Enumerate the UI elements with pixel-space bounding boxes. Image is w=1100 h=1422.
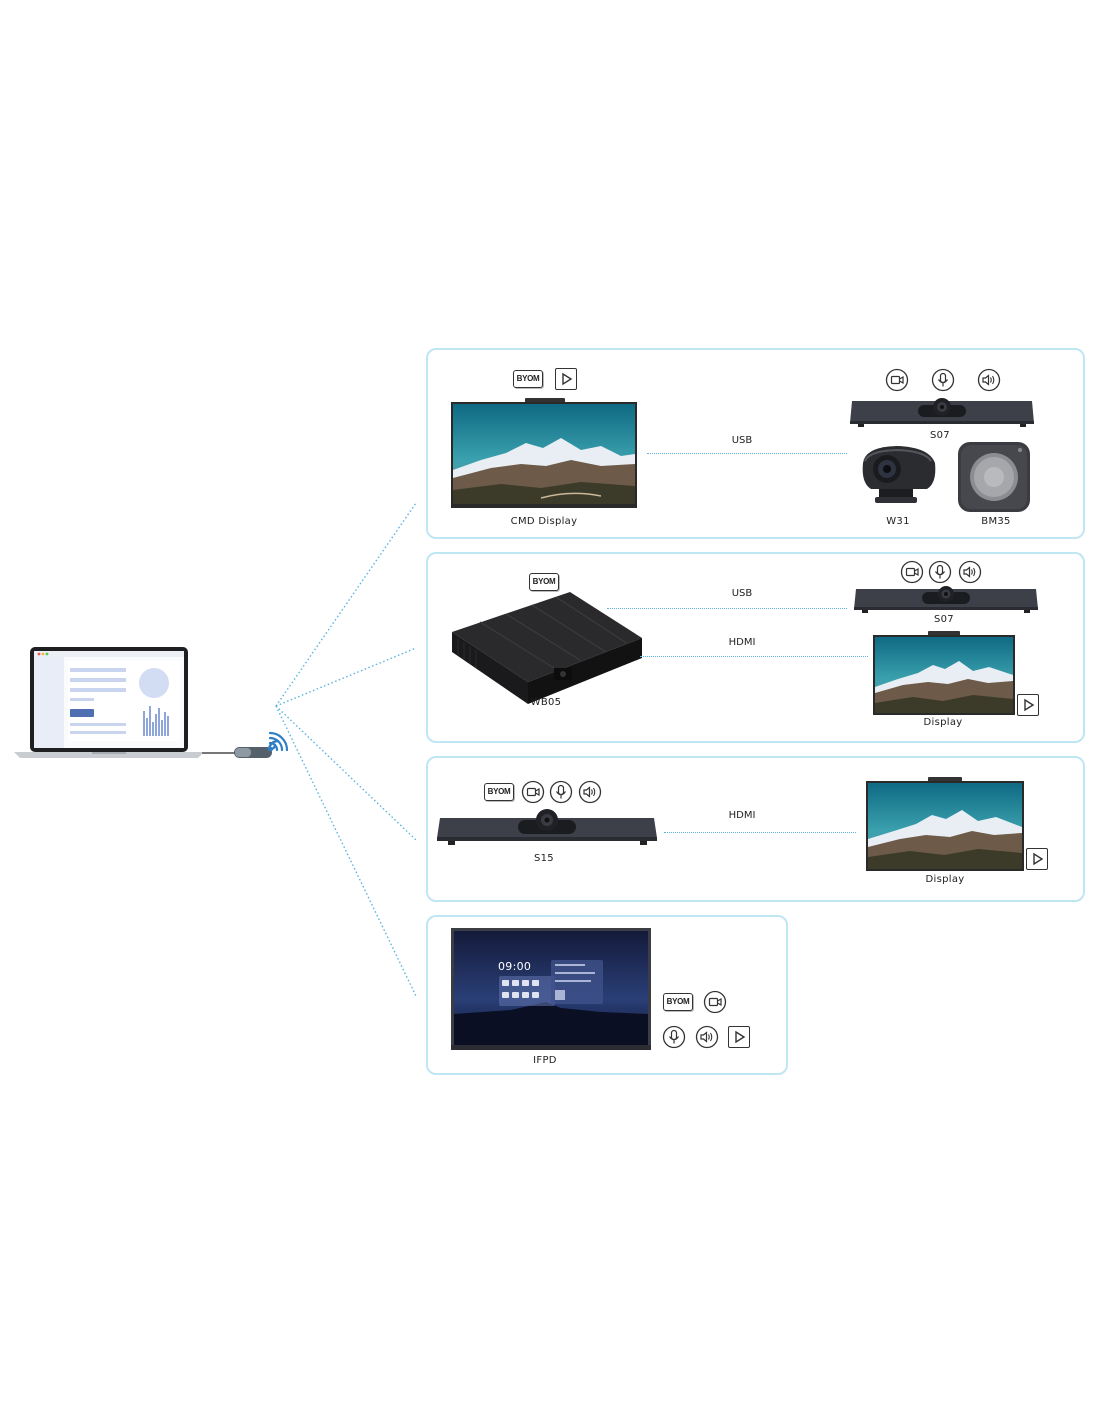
cmd-display-screen — [451, 398, 637, 510]
s07-video-bar — [848, 395, 1036, 431]
wb05-hdmi-label: HDMI — [728, 637, 756, 648]
speaker-icon — [958, 560, 982, 584]
play-icon — [555, 368, 577, 390]
wifi-icon — [266, 728, 292, 754]
s15-video-bar — [436, 806, 658, 848]
play-icon — [1017, 694, 1039, 716]
display-screen — [873, 631, 1015, 717]
s07-label: S07 — [934, 614, 954, 625]
camera-icon — [900, 560, 924, 584]
speaker-icon — [578, 780, 602, 804]
cmd-display-label: CMD Display — [510, 516, 578, 527]
fan-line-wb05 — [275, 647, 417, 707]
microphone-icon — [662, 1025, 686, 1049]
byom-badge: BYOM — [513, 370, 543, 388]
laptop — [12, 646, 208, 762]
fan-line-ifpd — [275, 705, 417, 997]
s15-label: S15 — [534, 853, 554, 864]
cmd-usb-line — [647, 453, 847, 454]
byom-badge: BYOM — [663, 993, 693, 1011]
fan-line-cmd — [275, 502, 417, 707]
byom-badge: BYOM — [529, 573, 559, 591]
camera-icon — [521, 780, 545, 804]
camera-icon — [703, 990, 727, 1014]
w31-label: W31 — [886, 516, 910, 527]
ifpd-label: IFPD — [533, 1055, 557, 1066]
wb05-hdmi-line — [640, 656, 868, 657]
wb05-usb-line — [607, 608, 847, 609]
byom-badge: BYOM — [484, 783, 514, 801]
display-label: Display — [925, 874, 965, 885]
laptop-graphic — [14, 647, 204, 758]
ifpd-clock: 09:00 — [498, 960, 532, 973]
s15-hdmi-line — [664, 832, 856, 833]
s15-hdmi-label: HDMI — [728, 810, 756, 821]
speaker-icon — [977, 368, 1001, 392]
display-screen — [866, 777, 1024, 873]
w31-webcam — [857, 443, 941, 509]
microphone-icon — [549, 780, 573, 804]
play-icon — [728, 1026, 750, 1048]
bm35-label: BM35 — [981, 516, 1011, 527]
wireless-dongle — [202, 730, 292, 762]
microphone-icon — [928, 560, 952, 584]
bm35-speakerphone — [957, 441, 1031, 513]
fan-line-s15 — [275, 705, 417, 841]
s07-video-bar — [852, 585, 1040, 617]
play-icon — [1026, 848, 1048, 870]
microphone-icon — [931, 368, 955, 392]
speaker-icon — [695, 1025, 719, 1049]
wb05-usb-label: USB — [731, 588, 753, 599]
ifpd-screen — [451, 928, 651, 1050]
camera-icon — [885, 368, 909, 392]
cmd-usb-label: USB — [731, 435, 753, 446]
wb05-label: WB05 — [530, 697, 562, 708]
display-label: Display — [923, 717, 963, 728]
wb05-box — [450, 586, 644, 708]
s07-label: S07 — [930, 430, 950, 441]
